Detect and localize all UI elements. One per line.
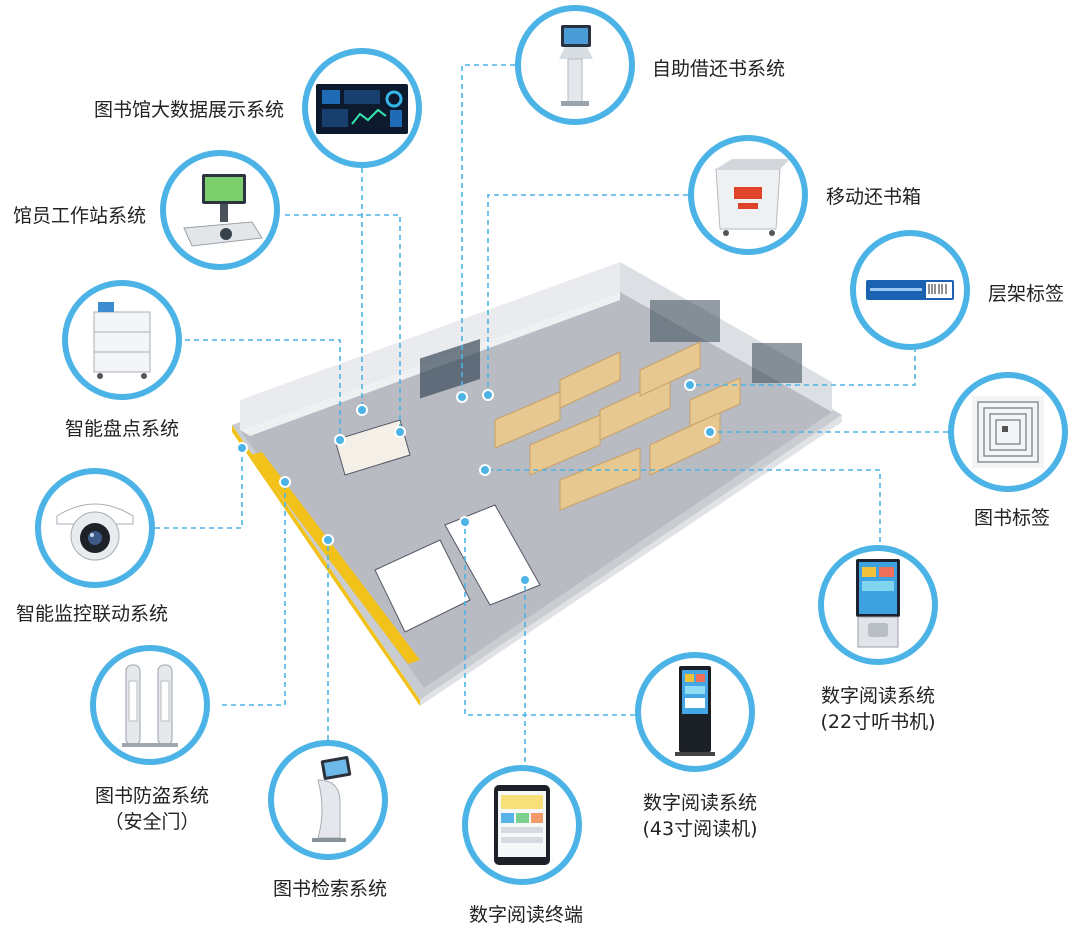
node-gate: [90, 645, 210, 765]
search-kiosk-icon: [312, 756, 352, 842]
label-inventory: 智能盘点系统: [64, 418, 180, 440]
audio-reader-icon: [856, 559, 900, 648]
workstation-icon: [183, 174, 263, 247]
node-bigdata: [302, 48, 422, 168]
node-inventory: [62, 280, 182, 400]
rfid-tag-icon: [972, 396, 1044, 468]
node-return-box: [688, 135, 808, 255]
node-self-service: [515, 5, 635, 125]
node-monitor: [35, 468, 155, 588]
library-floor-plan: [232, 262, 842, 706]
inventory-cart-icon: [93, 302, 151, 379]
node-workstation: [160, 150, 280, 270]
label-return-box: 移动还书箱: [826, 186, 922, 208]
node-search: [268, 740, 388, 860]
label-reader-43: 数字阅读系统 (43寸阅读机): [642, 792, 758, 840]
label-gate: 图书防盗系统 （安全门）: [94, 785, 210, 833]
node-terminal: [462, 765, 582, 885]
label-search: 图书检索系统: [272, 878, 388, 900]
kiosk-icon: [559, 25, 593, 106]
label-monitor: 智能监控联动系统: [15, 603, 169, 625]
label-self-service: 自助借还书系统: [652, 58, 786, 80]
return-box-icon: [715, 159, 790, 236]
node-reader-22: [818, 545, 938, 665]
shelf-label-icon: [866, 280, 954, 300]
label-book-tag: 图书标签: [973, 507, 1051, 529]
node-reader-43: [635, 652, 755, 772]
node-shelf-tag: [850, 230, 970, 350]
dashboard-screen-icon: [316, 84, 408, 134]
node-book-tag: [948, 372, 1068, 492]
label-reader-22: 数字阅读系统 (22寸听书机): [820, 685, 936, 733]
label-workstation: 馆员工作站系统: [12, 205, 146, 227]
label-shelf-tag: 层架标签: [988, 283, 1065, 305]
dashed-connectors: [155, 64, 948, 780]
label-terminal: 数字阅读终端: [468, 904, 584, 926]
standing-reader-icon: [675, 666, 715, 756]
label-bigdata: 图书馆大数据展示系统: [93, 99, 284, 121]
floor-points: [236, 379, 716, 586]
camera-icon: [56, 503, 134, 561]
tablet-icon: [494, 785, 550, 865]
security-gate-icon: [122, 664, 178, 747]
